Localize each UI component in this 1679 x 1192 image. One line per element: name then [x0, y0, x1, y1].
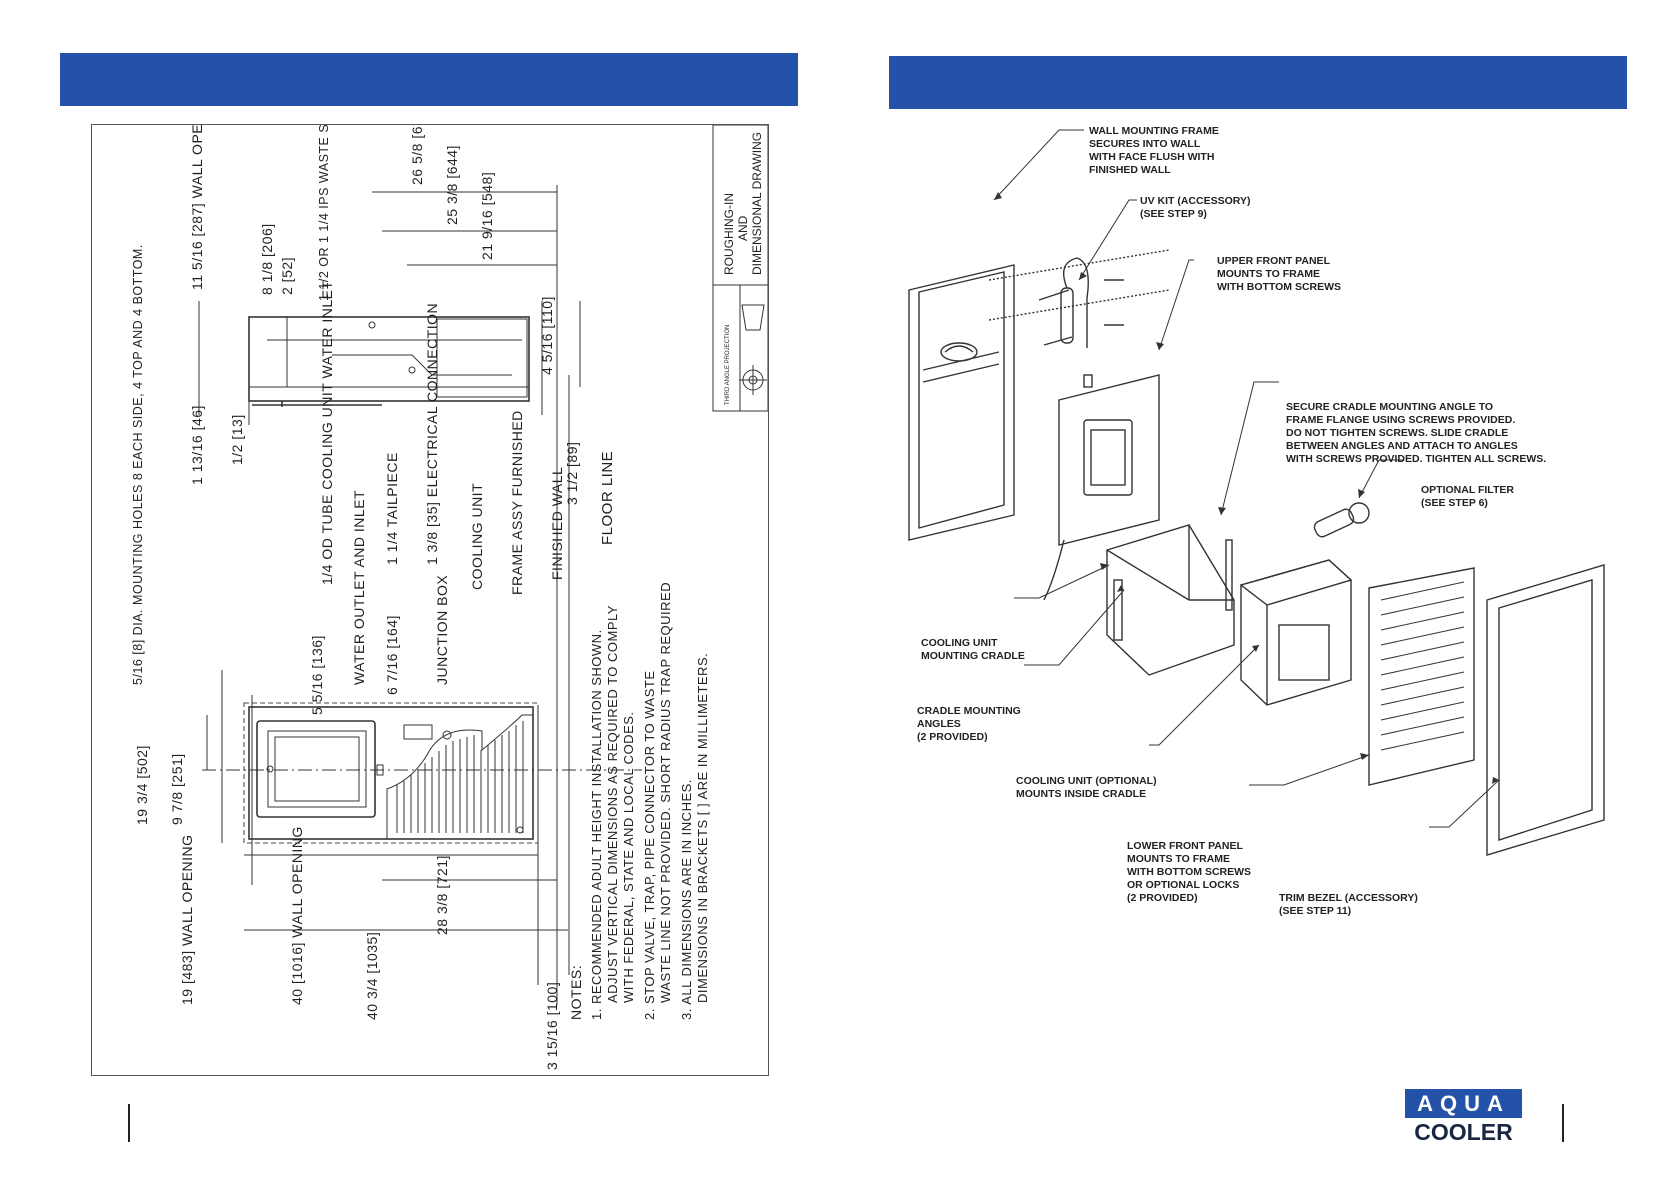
- dim-206: 8 1/8 [206]: [259, 223, 275, 295]
- svg-text:WASTE LINE NOT PROVIDED. SHORT: WASTE LINE NOT PROVIDED. SHORT RADIUS TR…: [658, 582, 673, 1003]
- wall-mounting-frame: [908, 264, 1015, 541]
- dim-89: 3 1/2 [89]: [564, 442, 580, 505]
- junction-box-label: JUNCTION BOX: [434, 575, 450, 685]
- wall-opening-outline: [243, 702, 539, 844]
- wall-opening-height-label: 40 [1016] WALL OPENING: [289, 826, 305, 1005]
- dim-1035: 40 3/4 [1035]: [364, 932, 380, 1020]
- floor-line-label: FLOOR LINE: [599, 451, 616, 545]
- dim-waste-stub: 1 1/2 OR 1 1/4 IPS WASTE STUB OUT: [317, 125, 331, 301]
- frame-assy-label: FRAME ASSY FURNISHED: [509, 410, 525, 595]
- roughing-in-drawing: ROUGHING-IN AND DIMENSIONAL DRAWING THIR…: [91, 65, 769, 1076]
- aqua-cooler-logo: AQUA COOLER: [1405, 1089, 1522, 1147]
- mounting-holes-label: 5/16 [8] DIA. MOUNTING HOLES 8 EACH SIDE…: [131, 244, 145, 685]
- lower-front-panel: [1368, 567, 1475, 786]
- side-view-outline: [248, 316, 530, 402]
- svg-text:DIMENSIONS IN BRACKETS [ ] ARE: DIMENSIONS IN BRACKETS [ ] ARE IN MILLIM…: [695, 653, 710, 1003]
- dim-110: 4 5/16 [110]: [539, 296, 555, 375]
- filter-shape: [1313, 508, 1355, 538]
- front-view-outline: [248, 706, 534, 840]
- dim-548: 21 9/16 [548]: [479, 172, 495, 260]
- dim-721: 28 3/8 [721]: [434, 855, 450, 935]
- dimension-lines: [198, 185, 581, 1005]
- dimension-labels: 11 5/16 [287] WALL OPENING 8 1/8 [206] 2…: [131, 65, 616, 1070]
- dim-100: 3 15/16 [100]: [544, 982, 560, 1070]
- svg-text:WITH FEDERAL, STATE AND LOCAL: WITH FEDERAL, STATE AND LOCAL CODES.: [621, 711, 636, 1003]
- svg-text:2. STOP VALVE, TRAP, PIPE CONN: 2. STOP VALVE, TRAP, PIPE CONNECTOR TO W…: [642, 670, 657, 1020]
- callout-arrowheads: [994, 192, 1499, 784]
- right-page-header-bar: [889, 56, 1627, 109]
- left-page-header-bar: [60, 53, 798, 106]
- tailpiece-label: 1 1/4 TAILPIECE: [384, 452, 400, 565]
- wall-opening-width-label: 19 [483] WALL OPENING: [179, 834, 195, 1005]
- svg-text:1. RECOMMENDED ADULT HEIGHT IN: 1. RECOMMENDED ADULT HEIGHT INSTALLATION…: [589, 629, 604, 1020]
- trim-bezel-shape: [1486, 564, 1605, 856]
- drawing-notes: NOTES: 1. RECOMMENDED ADULT HEIGHT INSTA…: [568, 582, 710, 1020]
- callout-lower-panel: LOWER FRONT PANEL MOUNTS TO FRAME WITH B…: [1127, 840, 1254, 904]
- upper-front-panel: [1058, 374, 1160, 546]
- left-page-divider: [128, 1104, 130, 1142]
- title-block-title-1: ROUGHING-IN: [722, 193, 736, 275]
- right-page-divider: [1562, 1104, 1564, 1142]
- od-tube-label: 1/4 OD TUBE COOLING UNIT WATER INLET: [319, 280, 335, 585]
- callout-trim-bezel: TRIM BEZEL (ACCESSORY) (SEE STEP 11): [1279, 892, 1421, 917]
- svg-text:AND: AND: [736, 215, 750, 241]
- svg-text:ADJUST VERTICAL DIMENSIONS AS: ADJUST VERTICAL DIMENSIONS AS REQUIRED T…: [605, 605, 620, 1003]
- drawing-svg: ROUGHING-IN AND DIMENSIONAL DRAWING THIR…: [131, 65, 769, 1070]
- dim-46: 1 13/16 [46]: [189, 405, 205, 485]
- title-block-title-2: DIMENSIONAL DRAWING: [750, 132, 764, 275]
- callout-cooling-unit: COOLING UNIT (OPTIONAL) MOUNTS INSIDE CR…: [1016, 775, 1160, 800]
- callout-uv-kit: UV KIT (ACCESSORY) (SEE STEP 9): [1140, 195, 1253, 220]
- dim-164: 6 7/16 [164]: [384, 615, 400, 695]
- logo-top-text: AQUA: [1405, 1089, 1522, 1118]
- dim-251: 9 7/8 [251]: [169, 753, 185, 825]
- cooling-unit-shape: [1240, 559, 1352, 706]
- bottle-filler-recess: [256, 720, 376, 818]
- dim-136: 5 5/16 [136]: [309, 635, 325, 715]
- notes-heading: NOTES:: [568, 965, 584, 1020]
- dim-502: 19 3/4 [502]: [134, 745, 150, 825]
- dim-52: 2 [52]: [279, 257, 295, 295]
- dim-wall-opening-top: 11 5/16 [287] WALL OPENING: [189, 125, 205, 290]
- dim-677: 26 5/8 [677]: [409, 125, 425, 185]
- callout-mounting-angles: CRADLE MOUNTING ANGLES (2 PROVIDED): [917, 705, 1024, 743]
- callout-wall-frame: WALL MOUNTING FRAME SECURES INTO WALL WI…: [1089, 125, 1222, 176]
- callout-upper-panel: UPPER FRONT PANEL MOUNTS TO FRAME WITH B…: [1217, 255, 1341, 293]
- water-outlet-label: WATER OUTLET AND INLET: [351, 490, 367, 685]
- logo-bottom-text: COOLER: [1414, 1119, 1513, 1145]
- svg-text:3. ALL DIMENSIONS ARE IN INCHE: 3. ALL DIMENSIONS ARE IN INCHES.: [679, 779, 694, 1020]
- callout-cooling-cradle: COOLING UNIT MOUNTING CRADLE: [921, 637, 1025, 662]
- projection-symbol: [741, 304, 765, 331]
- callout-leaders: [993, 129, 1500, 828]
- electrical-label: 1 3/8 [35] ELECTRICAL CONNECTION: [424, 303, 440, 565]
- grille-louvers: [396, 721, 524, 833]
- exploded-view: WALL MOUNTING FRAME SECURES INTO WALL WI…: [908, 125, 1605, 917]
- dim-13: 1/2 [13]: [229, 414, 245, 465]
- junction-box-shape: [403, 724, 433, 740]
- callout-cradle-angle: SECURE CRADLE MOUNTING ANGLE TO FRAME FL…: [1286, 401, 1546, 465]
- cooling-unit-label: COOLING UNIT: [469, 483, 485, 590]
- finished-wall-label: FINISHED WALL: [549, 467, 565, 580]
- projection-label: THIRD ANGLE PROJECTION: [725, 325, 731, 405]
- dim-644: 25 3/8 [644]: [444, 145, 460, 225]
- callout-filter: OPTIONAL FILTER (SEE STEP 6): [1421, 484, 1517, 509]
- uv-kit-shape: [1060, 287, 1074, 344]
